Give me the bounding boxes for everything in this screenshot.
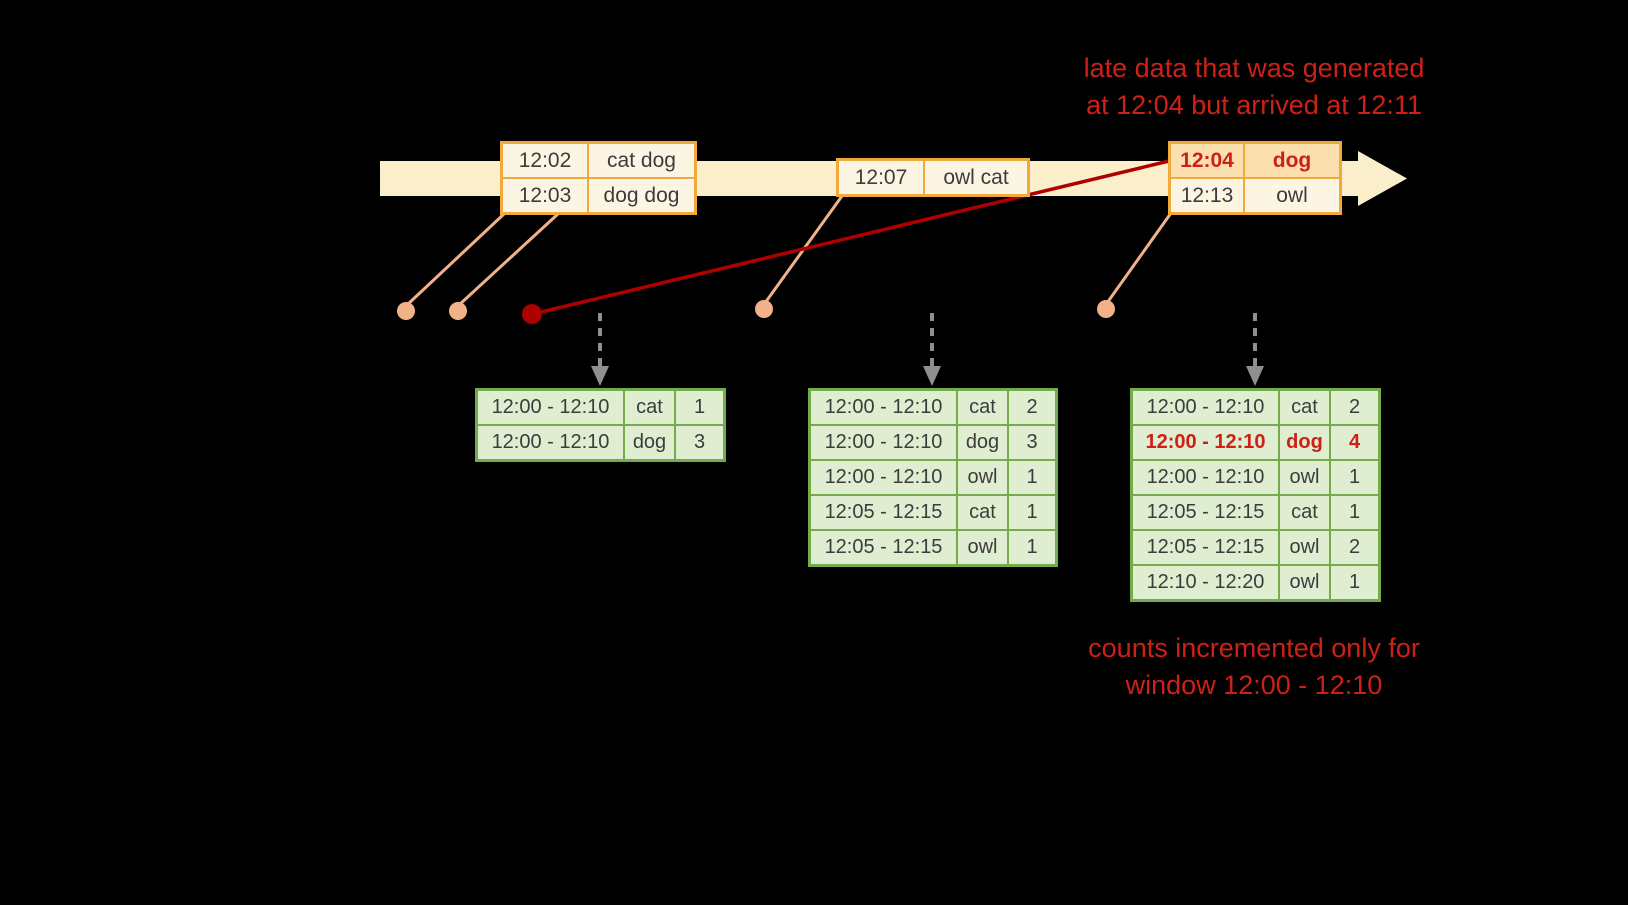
result-window: 12:05 - 12:15 [1132,530,1279,565]
result-row: 12:10 - 12:20 owl 1 [1132,565,1379,600]
result-word: cat [957,495,1008,530]
event-box-12-04-12-13: 12:04 dog 12:13 owl [1168,141,1342,215]
event-row: 12:13 owl [1170,178,1340,213]
annotation-line: window 12:00 - 12:10 [1125,670,1383,700]
event-row: 12:04 dog [1170,143,1340,178]
result-row: 12:05 - 12:15 cat 1 [810,495,1056,530]
result-word: owl [1279,565,1330,600]
result-window: 12:00 - 12:10 [477,390,624,425]
result-window: 12:00 - 12:10 [1132,460,1279,495]
result-count: 3 [1008,425,1056,460]
connector-event-12-13 [1105,212,1173,304]
event-time: 12:03 [502,178,588,213]
result-window: 12:05 - 12:15 [1132,495,1279,530]
result-word: dog [1279,425,1330,460]
trigger-arrow-1-head [591,366,609,386]
result-row: 12:00 - 12:10 owl 1 [810,460,1056,495]
result-count: 1 [1330,495,1379,530]
arrival-dot-12-02 [397,302,415,320]
result-row: 12:05 - 12:15 owl 2 [1132,530,1379,565]
late-data-annotation: late data that was generated at 12:04 bu… [1036,50,1472,124]
result-word: cat [957,390,1008,425]
event-row: 12:03 dog dog [502,178,695,213]
result-row: 12:00 - 12:10 dog 3 [477,425,724,460]
result-window: 12:00 - 12:10 [1132,390,1279,425]
event-words: cat dog [588,143,695,178]
connector-event-12-02 [405,211,507,307]
result-table-3: 12:00 - 12:10 cat 2 12:00 - 12:10 dog 4 … [1130,388,1381,602]
result-count: 2 [1330,530,1379,565]
event-time: 12:04 [1170,143,1244,178]
event-row: 12:02 cat dog [502,143,695,178]
result-word: owl [957,460,1008,495]
result-row: 12:00 - 12:10 cat 2 [1132,390,1379,425]
event-box-12-02-12-03: 12:02 cat dog 12:03 dog dog [500,141,697,215]
result-count: 1 [1330,565,1379,600]
result-window: 12:05 - 12:15 [810,495,957,530]
result-row: 12:00 - 12:10 dog 4 [1132,425,1379,460]
event-row: 12:07 owl cat [838,160,1028,195]
event-box-12-07: 12:07 owl cat [836,158,1030,197]
result-window: 12:00 - 12:10 [1132,425,1279,460]
event-time: 12:07 [838,160,924,195]
result-row: 12:00 - 12:10 owl 1 [1132,460,1379,495]
result-word: owl [957,530,1008,565]
event-words: dog dog [588,178,695,213]
result-count: 1 [1008,530,1056,565]
trigger-arrow-3-head [1246,366,1264,386]
result-row: 12:05 - 12:15 owl 1 [810,530,1056,565]
counts-annotation: counts incremented only for window 12:00… [1036,630,1472,704]
result-window: 12:00 - 12:10 [477,425,624,460]
annotation-line: late data that was generated [1083,53,1425,83]
annotation-line: at 12:04 but arrived at 12:11 [1086,90,1422,120]
result-word: cat [624,390,675,425]
result-window: 12:10 - 12:20 [1132,565,1279,600]
result-count: 1 [1008,460,1056,495]
result-count: 1 [1330,460,1379,495]
result-window: 12:05 - 12:15 [810,530,957,565]
result-count: 3 [675,425,724,460]
annotation-line: counts incremented only for [1088,633,1420,663]
arrival-dot-late-12-04 [522,304,542,324]
result-word: dog [957,425,1008,460]
result-word: dog [624,425,675,460]
result-count: 2 [1330,390,1379,425]
connector-late-event-12-04 [532,159,1170,316]
result-row: 12:00 - 12:10 dog 3 [810,425,1056,460]
result-word: cat [1279,390,1330,425]
result-window: 12:00 - 12:10 [810,390,957,425]
event-time-axis-arrowhead [1358,151,1407,206]
event-words: dog [1244,143,1340,178]
result-row: 12:00 - 12:10 cat 2 [810,390,1056,425]
trigger-arrow-2-head [923,366,941,386]
event-words: owl cat [924,160,1028,195]
result-count: 2 [1008,390,1056,425]
result-word: owl [1279,460,1330,495]
event-time: 12:13 [1170,178,1244,213]
result-window: 12:00 - 12:10 [810,425,957,460]
result-word: cat [1279,495,1330,530]
result-word: owl [1279,530,1330,565]
arrival-dot-12-07 [755,300,773,318]
result-count: 1 [1008,495,1056,530]
result-row: 12:00 - 12:10 cat 1 [477,390,724,425]
result-window: 12:00 - 12:10 [810,460,957,495]
result-row: 12:05 - 12:15 cat 1 [1132,495,1379,530]
result-count: 1 [675,390,724,425]
event-words: owl [1244,178,1340,213]
arrival-dot-12-03 [449,302,467,320]
result-table-2: 12:00 - 12:10 cat 2 12:00 - 12:10 dog 3 … [808,388,1058,567]
connector-event-12-03 [457,211,561,307]
result-count: 4 [1330,425,1379,460]
event-time: 12:02 [502,143,588,178]
arrival-dot-12-13 [1097,300,1115,318]
result-table-1: 12:00 - 12:10 cat 1 12:00 - 12:10 dog 3 [475,388,726,462]
